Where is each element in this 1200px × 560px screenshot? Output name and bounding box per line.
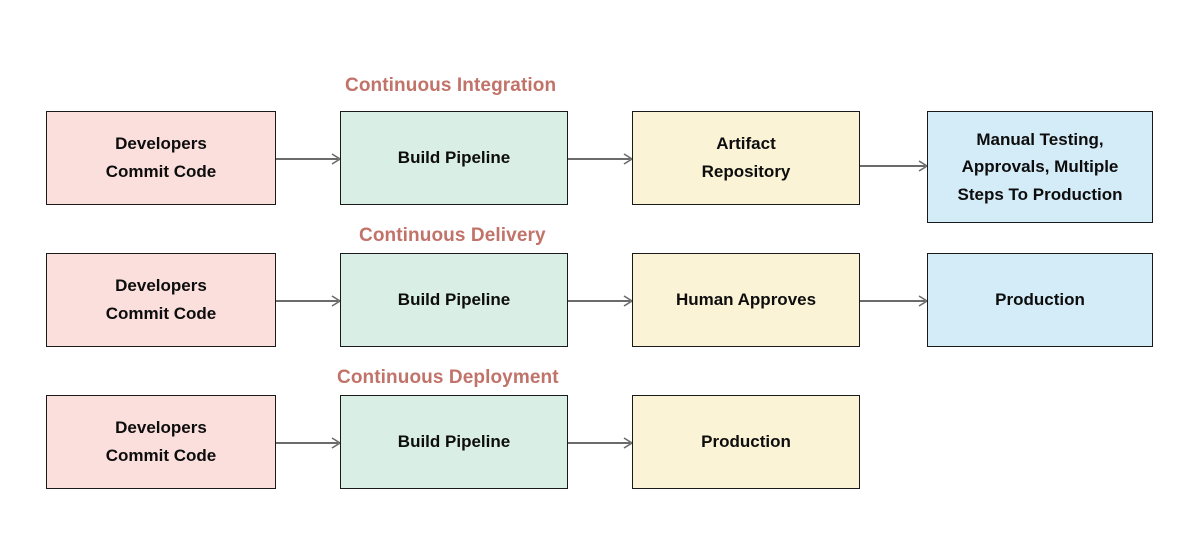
flow-arrow: [860, 160, 929, 172]
flow-arrow: [568, 295, 634, 307]
node-label-line: Developers: [115, 134, 207, 154]
flow-arrow: [860, 295, 929, 307]
node-label-line: Steps To Production: [957, 184, 1123, 204]
node-label-line: Build Pipeline: [397, 290, 511, 310]
node-label: Production: [641, 428, 851, 456]
node-label-line: Approvals, Multiple: [961, 157, 1119, 177]
section-title-continuous-deployment: Continuous Deployment: [337, 367, 559, 388]
node-label: Build Pipeline: [349, 286, 559, 314]
section-title-continuous-integration: Continuous Integration: [345, 75, 557, 96]
flow-arrow: [276, 153, 342, 165]
node-label-line: Commit Code: [105, 446, 217, 465]
node-label-line: Build Pipeline: [397, 432, 511, 452]
production-node: Production: [927, 253, 1153, 347]
node-label: Build Pipeline: [349, 428, 559, 456]
node-label-line: Human Approves: [675, 290, 817, 310]
node-label: Human Approves: [641, 286, 851, 314]
node-label: Build Pipeline: [349, 144, 559, 172]
build-pipeline-node: Build Pipeline: [340, 253, 568, 347]
node-label-line: Manual Testing,: [976, 129, 1104, 149]
build-pipeline-node: Build Pipeline: [340, 395, 568, 489]
node-label-line: Commit Code: [105, 162, 217, 181]
flow-arrow: [276, 295, 342, 307]
node-label-line: Build Pipeline: [397, 148, 511, 168]
node-label-line: Developers: [115, 418, 207, 438]
node-label-line: Developers: [115, 276, 207, 296]
build-pipeline-node: Build Pipeline: [340, 111, 568, 205]
flow-arrow: [568, 437, 634, 449]
node-label-line: Artifact: [716, 134, 776, 154]
node-label-line: Repository: [701, 162, 791, 181]
node-label: Production: [936, 286, 1144, 314]
node-label-line: Production: [995, 290, 1085, 310]
section-title-continuous-delivery: Continuous Delivery: [359, 225, 546, 246]
production-node: Production: [632, 395, 860, 489]
human-approves-node: Human Approves: [632, 253, 860, 347]
flow-arrow: [568, 153, 634, 165]
node-label-line: Commit Code: [105, 304, 217, 323]
node-label-line: Production: [701, 432, 791, 452]
flow-arrow: [276, 437, 342, 449]
